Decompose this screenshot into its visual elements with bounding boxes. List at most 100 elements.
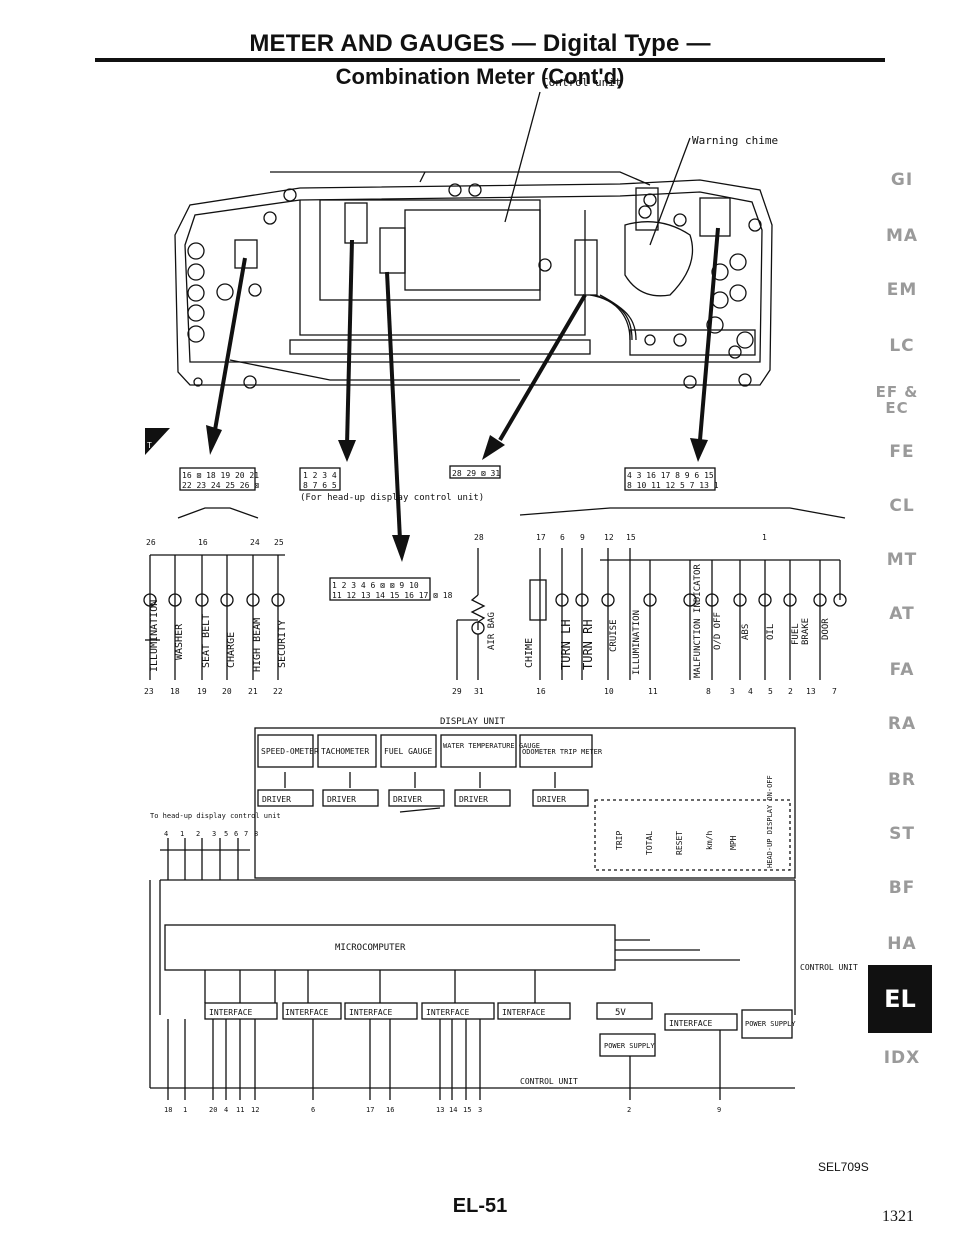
cu-pin: 6 (311, 1106, 315, 1114)
tab-fe[interactable]: FE (889, 442, 915, 462)
hud-pin: 8 (254, 830, 258, 838)
meter-screws-drawing (187, 183, 762, 389)
airbag-bottom-pin: 31 (474, 687, 484, 696)
cu-pin: 17 (366, 1106, 374, 1114)
airbag-label: AIR BAG (487, 612, 497, 650)
figure-code: SEL709S (818, 1160, 869, 1174)
right-top-pin: 1 (762, 533, 767, 542)
control-unit-leader (504, 91, 541, 223)
connector-c4-outline (624, 467, 716, 491)
cu-pin: 1 (183, 1106, 187, 1114)
left-top-pin: 24 (250, 538, 260, 547)
lamp-label-brake: BRAKE (801, 618, 811, 645)
gauge-fuel: FUEL GAUGE (384, 747, 432, 756)
control-unit-title: CONTROL UNIT (520, 1077, 578, 1086)
right-bottom-pin: 4 (748, 687, 753, 696)
tab-el-active[interactable]: EL (868, 965, 932, 1033)
left-bottom-pin: 21 (248, 687, 258, 696)
connector-c5-outline (329, 577, 431, 601)
right-bottom-pin: 3 (730, 687, 735, 696)
right-bottom-pin: 16 (536, 687, 546, 696)
lamp-label-door: DOOR (821, 618, 831, 640)
five-volt-label: 5V (615, 1008, 626, 1018)
gauge-odometer: ODOMETER TRIP METER (522, 748, 603, 756)
cu-pin: 15 (463, 1106, 471, 1114)
power-supply-label: POWER SUPPLY (745, 1020, 796, 1028)
header-rule (95, 58, 885, 62)
left-top-pin: 16 (198, 538, 208, 547)
page-title: METER AND GAUGES — Digital Type — (249, 30, 711, 57)
cu-pin: 20 (209, 1106, 217, 1114)
driver-label: DRIVER (459, 795, 488, 804)
control-unit-side-label: CONTROL UNIT (800, 963, 858, 972)
lamp-label-illumination-r: ILLUMINATION (632, 610, 642, 675)
ts-badge-text: T.S. (147, 441, 166, 450)
cu-pin: 18 (164, 1106, 172, 1114)
connector-c2-outline (299, 467, 341, 491)
hud-pin: 6 (234, 830, 238, 838)
connector-c1-row2: 22 23 24 25 26 ⊠ (182, 481, 259, 490)
tab-ma[interactable]: MA (885, 226, 919, 246)
hud-pin: 4 (164, 830, 168, 838)
connector-c1-row1: 16 ⊠ 18 19 20 21 (182, 471, 259, 480)
lamp-label-illumination: ILLUMINATION (149, 600, 160, 672)
interface-label: INTERFACE (502, 1008, 546, 1017)
switch-trip: TRIP (615, 831, 624, 850)
cu-pin: 16 (386, 1106, 394, 1114)
lamp-label-cruise: CRUISE (609, 619, 619, 652)
right-top-pin: 9 (580, 533, 585, 542)
connector-c3-row1: 28 29 ⊠ 31 (452, 469, 500, 478)
tab-idx[interactable]: IDX (883, 1048, 921, 1068)
right-bottom-pin: 2 (788, 687, 793, 696)
cu-pin: 3 (478, 1106, 482, 1114)
lamp-label-washer: WASHER (174, 623, 185, 660)
lamp-label-high-beam: HIGH BEAM (252, 618, 263, 672)
right-bottom-pin: 7 (832, 687, 837, 696)
interface-label: INTERFACE (285, 1008, 329, 1017)
lamp-label-od-off: O/D OFF (713, 612, 723, 650)
tab-fa[interactable]: FA (889, 660, 915, 680)
right-top-pin: 15 (626, 533, 636, 542)
switch-total: TOTAL (645, 831, 654, 855)
tab-bf[interactable]: BF (888, 878, 916, 898)
ts-badge-icon: T.S. (145, 428, 170, 455)
tab-em[interactable]: EM (886, 280, 918, 300)
airbag-top-pin: 28 (474, 533, 484, 542)
tab-at[interactable]: AT (889, 604, 915, 624)
switch-hud: HEAD-UP DISPLAY ON-OFF (766, 775, 774, 868)
right-bottom-pin: 13 (806, 687, 816, 696)
interface-label: INTERFACE (349, 1008, 393, 1017)
tab-gi[interactable]: GI (890, 170, 914, 190)
left-bottom-pin: 18 (170, 687, 180, 696)
page-number: 1321 (882, 1208, 914, 1225)
tab-br[interactable]: BR (887, 770, 917, 790)
tab-ha[interactable]: HA (887, 934, 917, 954)
hud-label: To head-up display control unit (150, 812, 281, 820)
gauge-water-temp: WATER TEMPERATURE GAUGE (443, 742, 540, 750)
connector-c2-row2: 8 7 6 5 (303, 481, 337, 490)
connector-c5-row1: 1 2 3 4 6 ⊠ ⊠ 9 10 (332, 581, 419, 590)
tab-ra[interactable]: RA (887, 714, 917, 734)
interface-label: INTERFACE (209, 1008, 253, 1017)
cu-pin: 12 (251, 1106, 259, 1114)
tab-mt[interactable]: MT (886, 550, 918, 570)
tab-ef-ec[interactable]: EF & EC (875, 383, 919, 417)
callout-warning-chime: Warning chime (692, 134, 778, 147)
tab-cl[interactable]: CL (889, 496, 915, 516)
tab-st[interactable]: ST (889, 824, 915, 844)
lamp-label-turn-lh: TURN LH (559, 619, 573, 670)
meter-housing-drawing (174, 171, 773, 386)
hud-pin: 7 (244, 830, 248, 838)
right-top-pin: 6 (560, 533, 565, 542)
callout-hud-note: (For head-up display control unit) (300, 493, 484, 503)
page-id: EL-51 (452, 1195, 508, 1217)
connector-c5-row2: 11 12 13 14 15 16 17 ⊠ 18 (332, 591, 453, 600)
cu-pin: 13 (436, 1106, 444, 1114)
cu-pin: 4 (224, 1106, 228, 1114)
lamps-left-wiring (143, 554, 285, 680)
left-bottom-pin: 23 (144, 687, 154, 696)
tab-lc[interactable]: LC (889, 336, 915, 356)
right-top-pin: 17 (536, 533, 546, 542)
lamp-label-malfunction: MALFUNCTION INDICATOR (693, 564, 703, 678)
